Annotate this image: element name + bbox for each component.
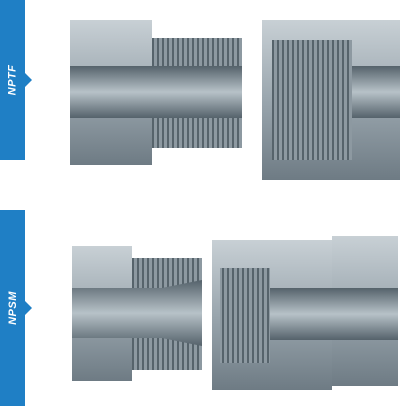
male-fitting bbox=[72, 246, 202, 381]
section-tab-npsm: NPSM bbox=[0, 210, 32, 406]
tab-pointer-icon bbox=[25, 73, 32, 87]
swivel-female-fitting bbox=[212, 236, 398, 390]
female-fitting bbox=[262, 20, 400, 180]
section-label-npsm: NPSM bbox=[6, 291, 19, 325]
male-fitting bbox=[70, 20, 242, 165]
section-tab-nptf: NPTF bbox=[0, 0, 32, 160]
section-label-nptf: NPTF bbox=[6, 64, 19, 96]
tab-pointer-icon bbox=[25, 301, 32, 315]
npsm-fitting-cutaway-illustration bbox=[72, 236, 398, 390]
nptf-fitting-cutaway-illustration bbox=[70, 20, 400, 180]
